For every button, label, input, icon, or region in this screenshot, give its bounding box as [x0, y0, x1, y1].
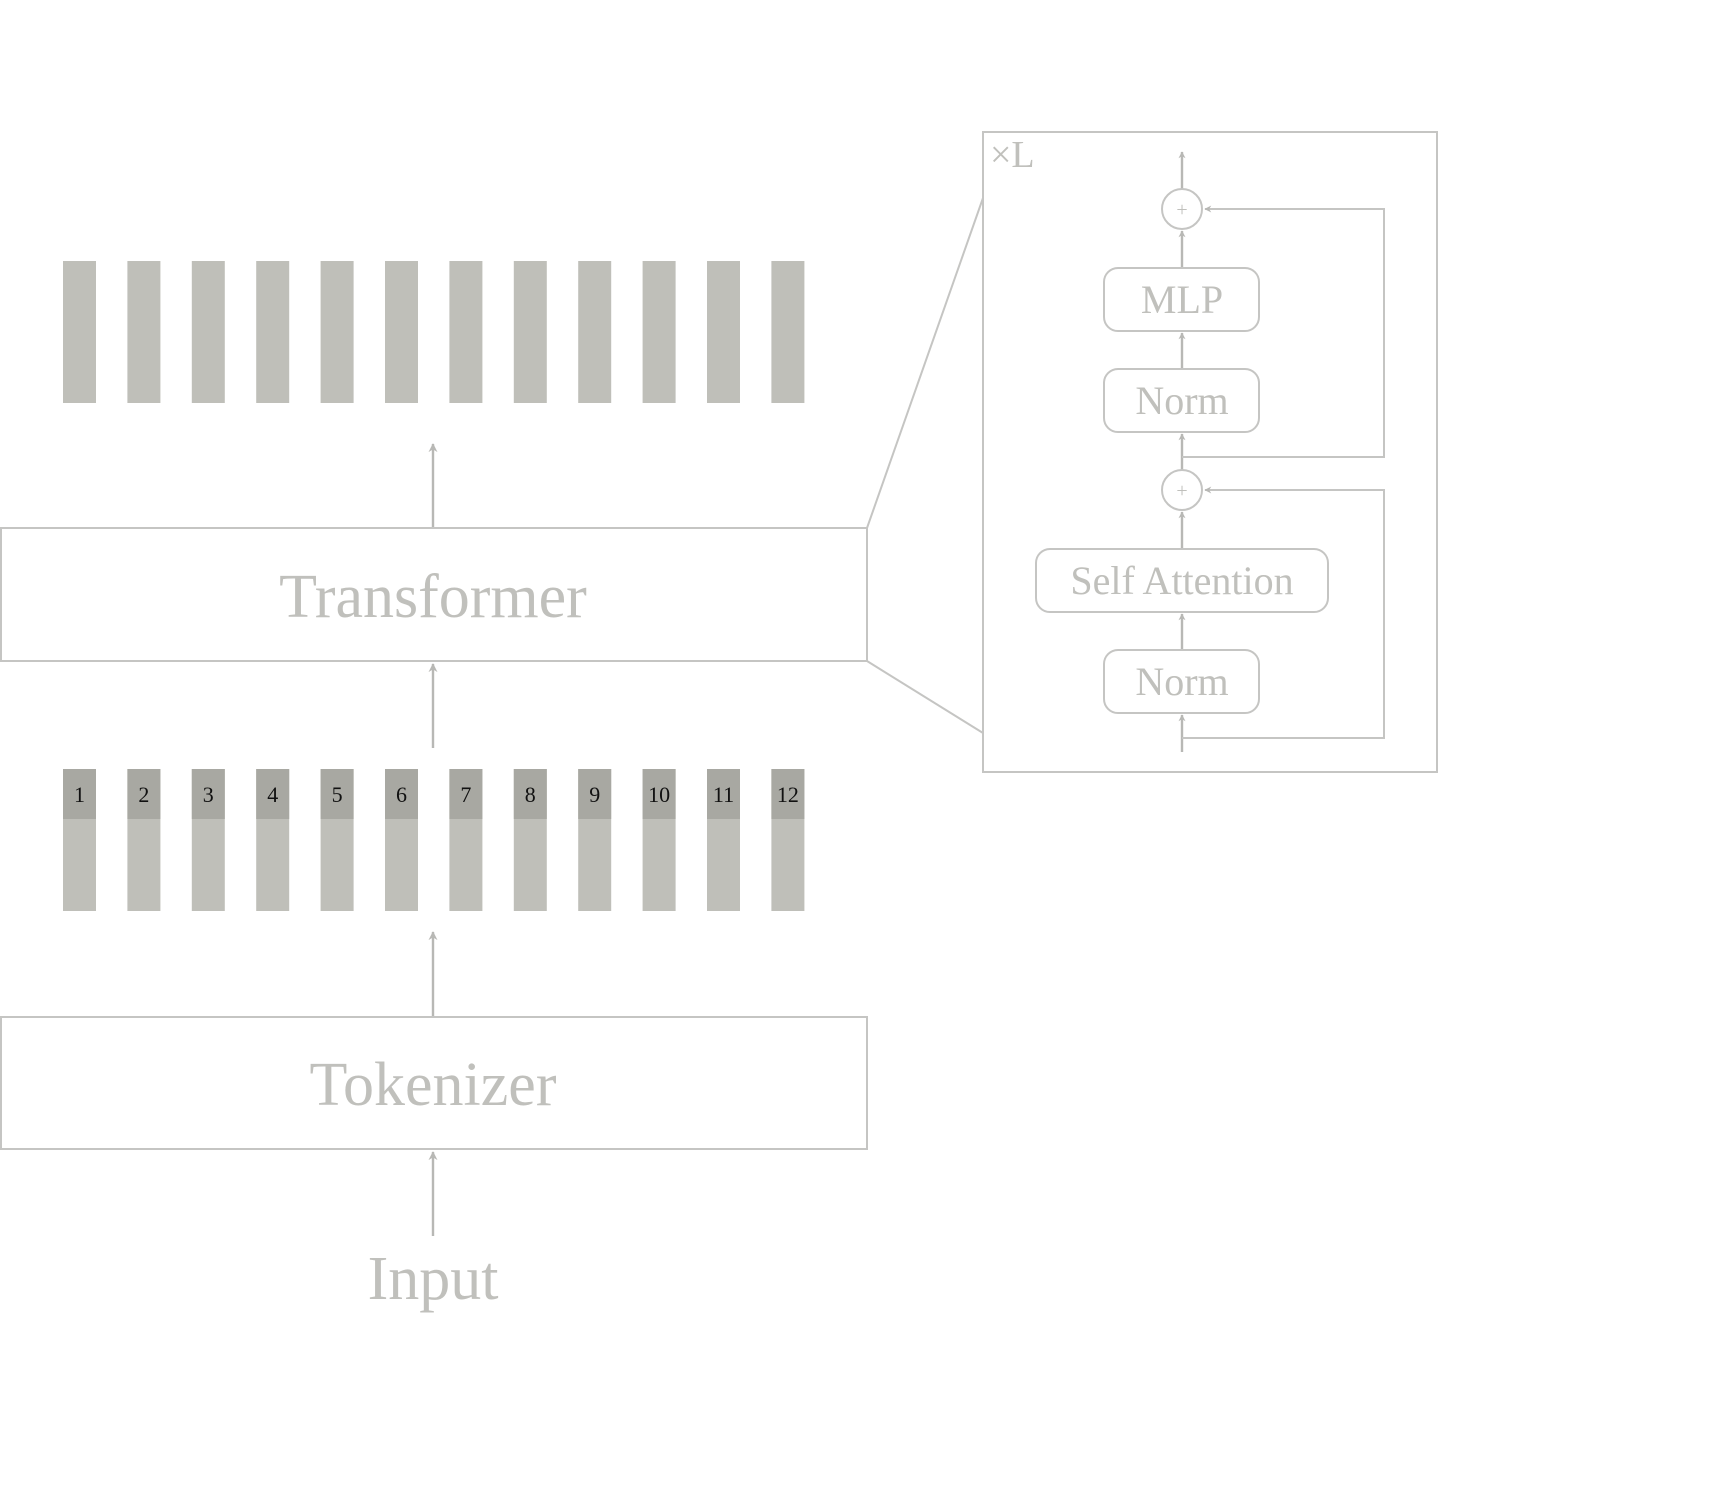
mlp-label: MLP	[1141, 277, 1223, 322]
residual-add-top	[1161, 188, 1203, 230]
input-token-index-1: 1	[74, 782, 85, 807]
input-token-index-11: 11	[713, 782, 734, 807]
input-token-index-5: 5	[332, 782, 343, 807]
transformer-label: Transformer	[279, 563, 587, 631]
norm-bottom-label: Norm	[1135, 659, 1228, 704]
input-token-index-cell-12	[771, 769, 805, 819]
input-token-index-cell-2	[127, 769, 161, 819]
output-token-8	[513, 261, 547, 403]
residual-path-top	[1182, 205, 1385, 458]
input-token-index-cell-11	[707, 769, 740, 819]
input-token-index-cell-1	[63, 769, 96, 819]
tokenizer-box	[0, 1016, 868, 1150]
input-token-index-8: 8	[525, 782, 536, 807]
tokenizer-label: Tokenizer	[310, 1051, 557, 1119]
transformer-box	[0, 527, 868, 662]
input-token-index-4: 4	[267, 782, 278, 807]
input-token-index-2: 2	[138, 782, 149, 807]
residual-path-bottom	[1182, 486, 1385, 739]
input-token-index-10: 10	[648, 782, 670, 807]
norm-bottom-box	[1103, 649, 1260, 714]
input-token-index-cell-4	[256, 769, 290, 819]
output-token-3	[191, 261, 225, 403]
input-label: Input	[368, 1245, 499, 1313]
output-token-1	[63, 261, 96, 403]
zoom-line-bottom	[866, 660, 984, 734]
input-token-index-cell-5	[320, 769, 354, 819]
output-token-10	[642, 261, 676, 403]
input-token-index-3: 3	[203, 782, 214, 807]
input-token-index-cell-7	[449, 769, 483, 819]
block-outer-frame	[982, 131, 1438, 773]
input-token-index-12: 12	[777, 782, 799, 807]
residual-add-bottom	[1161, 469, 1203, 511]
output-token-4	[256, 261, 290, 403]
repeat-label: ×L	[990, 134, 1035, 176]
output-token-12	[771, 261, 805, 403]
residual-add-bottom-symbol: +	[1176, 480, 1187, 502]
input-token-index-cell-6	[385, 769, 418, 819]
output-token-11	[707, 261, 740, 403]
output-token-9	[578, 261, 612, 403]
transformer-block-detail: ×L + MLP Norm + Self Attention Norm	[982, 131, 1438, 773]
input-token-index-9: 9	[589, 782, 600, 807]
input-token-index-cell-8	[513, 769, 547, 819]
mlp-box	[1103, 267, 1260, 332]
residual-add-top-symbol: +	[1176, 199, 1187, 221]
output-token-5	[320, 261, 354, 403]
output-token-7	[449, 261, 483, 403]
output-token-6	[385, 261, 418, 403]
input-token-index-cell-3	[191, 769, 225, 819]
input-token-index-cell-10	[642, 769, 676, 819]
input-token-index-cell-9	[578, 769, 612, 819]
self-attention-label: Self Attention	[1070, 558, 1293, 603]
norm-top-box	[1103, 368, 1260, 433]
zoom-line-top	[866, 197, 984, 529]
output-token-2	[127, 261, 161, 403]
output-token-columns	[63, 261, 805, 403]
input-token-index-6: 6	[396, 782, 407, 807]
self-attention-box	[1035, 548, 1329, 613]
norm-top-label: Norm	[1135, 378, 1228, 423]
input-token-index-7: 7	[460, 782, 471, 807]
